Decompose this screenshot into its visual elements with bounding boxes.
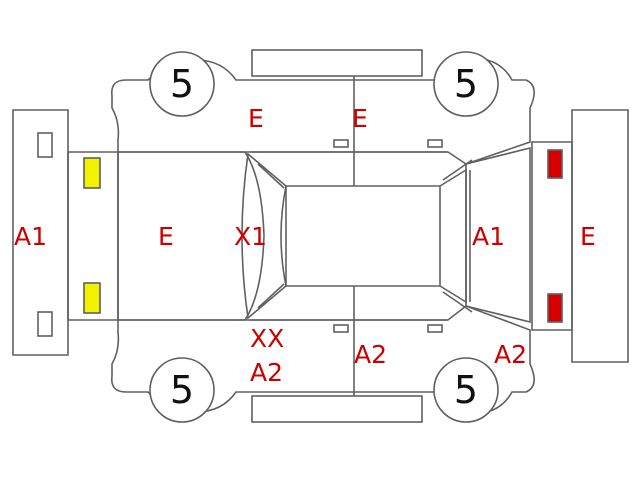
windshield-inner bbox=[257, 163, 285, 309]
front-bumper-slot-top bbox=[37, 132, 53, 158]
front-bumper-slot-bottom bbox=[37, 311, 53, 337]
tire-rear-right-label: 5 bbox=[453, 368, 479, 412]
tire-rear-left-circle bbox=[433, 51, 499, 117]
tire-front-left-circle bbox=[149, 51, 215, 117]
front-bumper-outline bbox=[12, 109, 69, 356]
rear-lamp-bottom bbox=[547, 293, 563, 323]
roof-outline bbox=[285, 185, 441, 287]
right-rear-handle bbox=[427, 324, 443, 333]
right-front-handle bbox=[333, 324, 349, 333]
damage-rear-window: A1 bbox=[472, 222, 506, 251]
hood-outline bbox=[117, 151, 265, 321]
rear-lamp-top bbox=[547, 149, 563, 179]
tire-front-right-circle bbox=[149, 357, 215, 423]
right-roof-rail bbox=[251, 395, 423, 423]
windshield-outline bbox=[241, 152, 287, 320]
damage-right-quarter: A2 bbox=[494, 340, 528, 369]
tire-front-left-label: 5 bbox=[169, 62, 195, 106]
left-side-body bbox=[110, 57, 535, 165]
damage-right-rear-door: A2 bbox=[354, 340, 388, 369]
damage-right-front-door-line1: XX bbox=[250, 324, 285, 353]
front-lamp-bottom bbox=[83, 282, 101, 314]
damage-rear-bumper: E bbox=[580, 222, 596, 251]
front-lamp-top bbox=[83, 157, 101, 189]
left-front-handle bbox=[333, 139, 349, 148]
right-side-body bbox=[110, 305, 535, 415]
damage-hood: E bbox=[158, 222, 174, 251]
left-roof-rail bbox=[251, 49, 423, 77]
damage-right-front-door-line2: A2 bbox=[250, 358, 284, 387]
damage-front-bumper: A1 bbox=[14, 222, 48, 251]
left-rear-handle bbox=[427, 139, 443, 148]
damage-left-rear-door: E bbox=[352, 104, 368, 133]
rear-window-outline bbox=[439, 168, 467, 304]
damage-left-front-door: E bbox=[248, 104, 264, 133]
rear-bumper-lamp-panel bbox=[531, 141, 573, 331]
tire-rear-left-label: 5 bbox=[453, 62, 479, 106]
damage-windshield: X1 bbox=[234, 222, 268, 251]
rear-window-slope bbox=[442, 159, 473, 313]
tire-front-right-label: 5 bbox=[169, 368, 195, 412]
tire-rear-right-circle bbox=[433, 357, 499, 423]
trunk-outline bbox=[465, 146, 531, 324]
